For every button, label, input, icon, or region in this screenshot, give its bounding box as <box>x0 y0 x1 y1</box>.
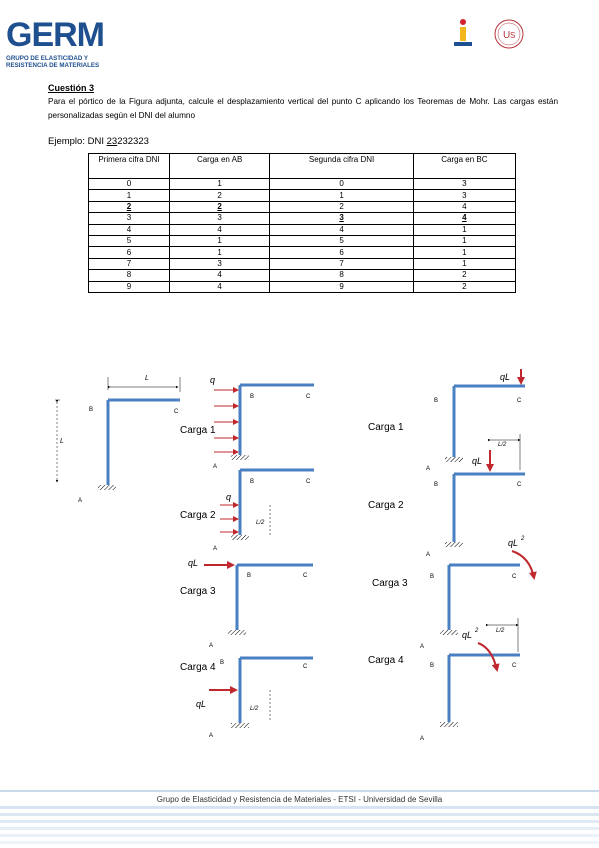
svg-text:Carga 1: Carga 1 <box>180 425 216 436</box>
svg-text:B: B <box>220 660 224 666</box>
svg-text:Carga 3: Carga 3 <box>180 586 216 597</box>
germ-logo-subtitle: GRUPO DE ELASTICIDAD Y RESISTENCIA DE MA… <box>6 55 100 69</box>
svg-text:Carga 4: Carga 4 <box>368 655 404 666</box>
load-case-3-ab: qL Carga 3 B C A <box>180 558 313 649</box>
table-cell: 2 <box>412 269 517 282</box>
svg-text:C: C <box>303 573 308 579</box>
svg-text:2: 2 <box>474 628 479 634</box>
svg-text:C: C <box>306 394 311 400</box>
germ-logo-text: GERM <box>6 16 105 54</box>
question-text: Para el pórtico de la Figura adjunta, ca… <box>48 97 558 120</box>
svg-text:A: A <box>209 733 213 739</box>
svg-text:L: L <box>60 438 64 445</box>
load-case-4-ab: qL L/2 Carga 4 B C A <box>180 656 313 739</box>
svg-text:C: C <box>517 482 522 488</box>
svg-text:Carga 1: Carga 1 <box>368 422 404 433</box>
svg-text:A: A <box>209 643 213 649</box>
svg-text:B: B <box>250 479 254 485</box>
svg-text:A: A <box>213 546 217 552</box>
university-logos: U S <box>454 19 524 49</box>
svg-text:A: A <box>78 498 82 504</box>
svg-text:Carga 3: Carga 3 <box>372 578 408 589</box>
svg-text:L/2: L/2 <box>256 520 265 526</box>
svg-text:A: A <box>426 552 430 558</box>
svg-text:C: C <box>303 664 308 670</box>
load-case-4-bc: L/2 qL 2 Carga 4 B C A <box>368 618 520 742</box>
example-dni: Ejemplo: DNI 23232323 <box>48 136 149 147</box>
svg-text:U: U <box>503 30 510 41</box>
svg-text:B: B <box>247 573 251 579</box>
svg-text:A: A <box>420 644 424 650</box>
us-seal-icon: U S <box>494 19 524 49</box>
svg-text:A: A <box>213 464 217 470</box>
svg-text:C: C <box>306 479 311 485</box>
svg-text:A: A <box>420 736 424 742</box>
etsi-logo-icon <box>454 19 472 46</box>
svg-text:2: 2 <box>520 536 525 542</box>
col-header-primera: Primera cifra DNI <box>88 153 170 179</box>
question-title: Cuestión 3 <box>48 83 95 93</box>
svg-text:L/2: L/2 <box>496 628 505 634</box>
svg-text:L: L <box>145 375 149 382</box>
svg-text:B: B <box>430 663 434 669</box>
main-frame: L L B C A <box>55 375 181 504</box>
svg-text:B: B <box>250 394 254 400</box>
fixed-support-icon <box>98 485 116 490</box>
svg-text:qL: qL <box>196 699 206 709</box>
footer-stripes <box>0 790 599 844</box>
svg-text:Carga 2: Carga 2 <box>180 510 216 521</box>
svg-text:Carga 2: Carga 2 <box>368 500 404 511</box>
load-case-1-bc: qL Carga 1 B C A <box>368 369 525 472</box>
load-case-2-bc: L/2 qL Carga 2 B C A <box>368 434 525 558</box>
svg-text:L/2: L/2 <box>250 706 259 712</box>
svg-text:qL: qL <box>472 456 482 466</box>
svg-text:q: q <box>226 492 231 502</box>
svg-text:q: q <box>210 375 215 385</box>
load-case-2-ab: q L/2 Carga 2 B C A <box>180 468 314 552</box>
svg-text:L/2: L/2 <box>498 442 507 448</box>
svg-text:Carga 4: Carga 4 <box>180 662 216 673</box>
svg-text:C: C <box>174 409 179 415</box>
svg-text:B: B <box>89 407 93 413</box>
footer-text: Grupo de Elasticidad y Resistencia de Ma… <box>156 795 443 804</box>
load-case-3-bc: qL 2 Carga 3 B C A <box>372 536 537 650</box>
svg-text:B: B <box>434 398 438 404</box>
col-header-carga-ab: Carga en AB <box>168 153 271 179</box>
svg-text:qL: qL <box>188 558 198 568</box>
table-cell: 4 <box>168 280 271 293</box>
dni-load-table: Primera cifra DNI Carga en AB Segunda ci… <box>88 153 517 293</box>
svg-text:S: S <box>510 31 515 40</box>
svg-text:qL: qL <box>462 630 472 640</box>
table-cell: 2 <box>412 280 517 293</box>
svg-text:qL: qL <box>508 538 518 548</box>
svg-text:A: A <box>426 466 430 472</box>
svg-text:B: B <box>434 482 438 488</box>
svg-text:C: C <box>517 398 522 404</box>
table-cell: 9 <box>269 280 414 293</box>
germ-logo: GERM GRUPO DE ELASTICIDAD Y RESISTENCIA … <box>4 14 126 72</box>
svg-text:B: B <box>430 574 434 580</box>
svg-text:C: C <box>512 574 517 580</box>
load-case-1-ab: q Carga 1 B C A <box>180 375 314 470</box>
svg-text:qL: qL <box>500 372 510 382</box>
svg-text:C: C <box>512 663 517 669</box>
